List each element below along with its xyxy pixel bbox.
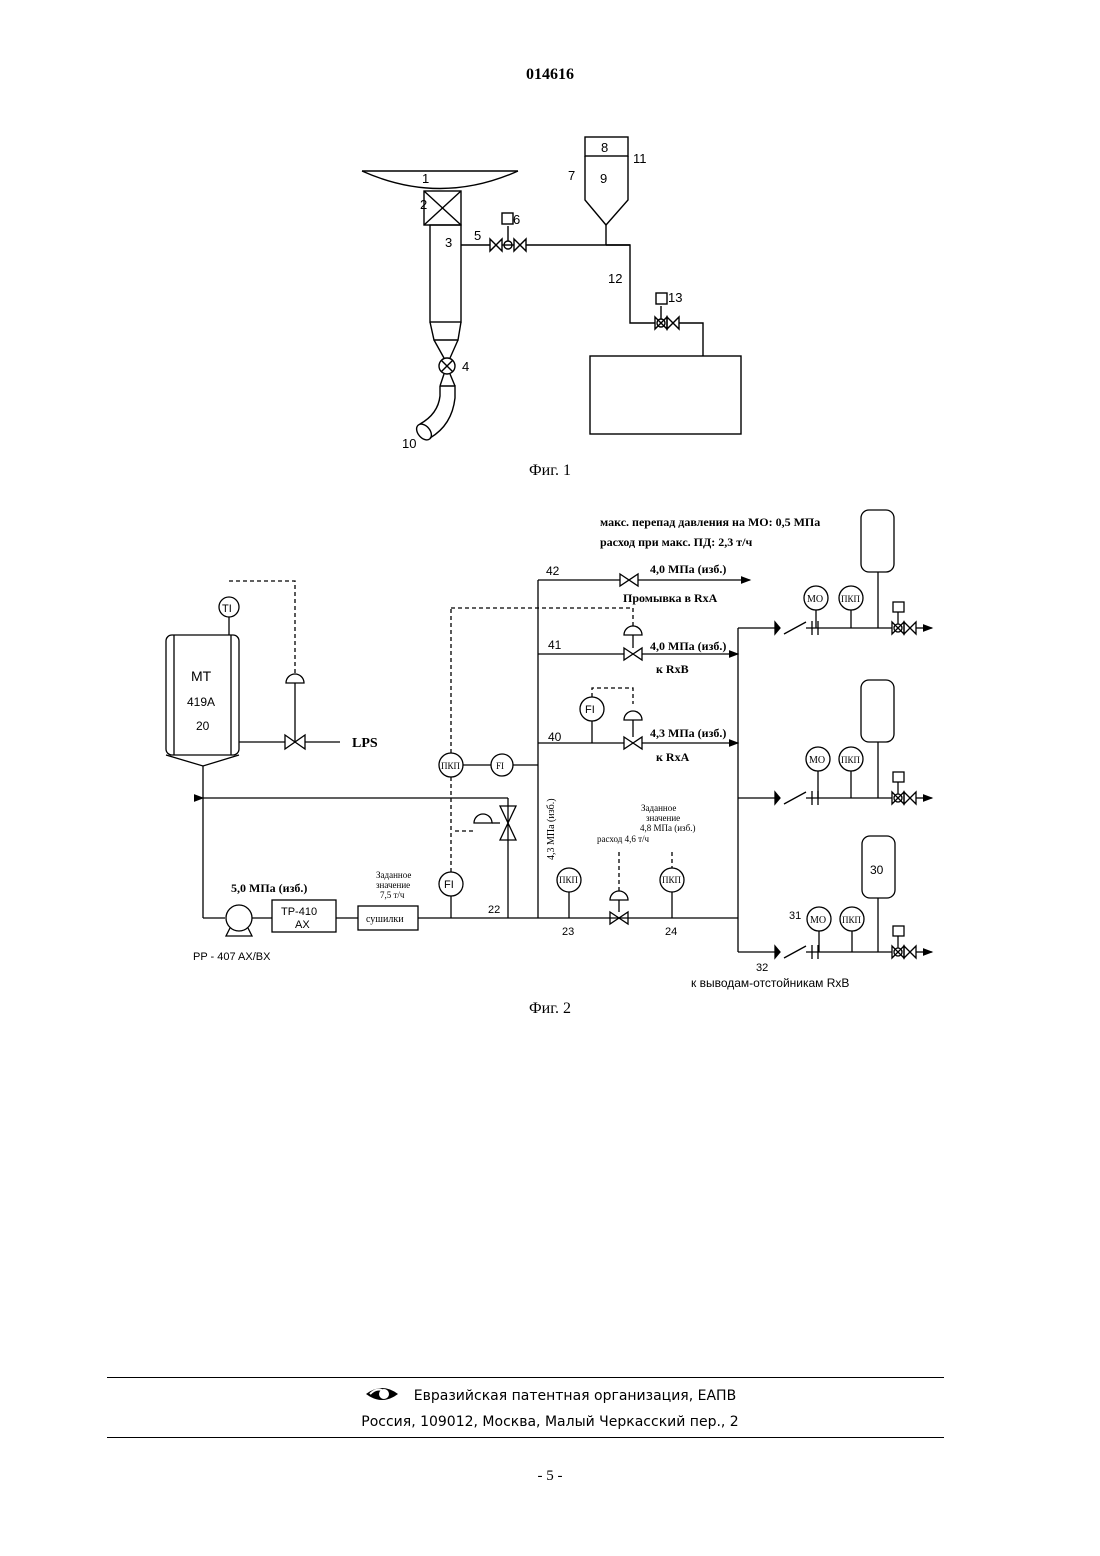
fig2-label-flow46: расход 4,6 т/ч	[597, 834, 650, 844]
footer-org-row: Евразийская патентная организация, ЕАПВ	[0, 1384, 1100, 1408]
fig2-label-dryer: сушилки	[366, 914, 404, 925]
fig1-label-5: 5	[474, 228, 481, 243]
fig2-label-setpoint75-c: 7,5 т/ч	[380, 890, 405, 900]
fig2-label-setpoint75-b: значение	[376, 880, 410, 890]
fig2-label-31: 31	[789, 910, 801, 922]
fig1-label-6: 6	[513, 212, 520, 227]
fig2-label-tp410: TP-410	[281, 906, 317, 918]
fig2-label-pump: PP - 407 AX/BX	[193, 951, 271, 963]
fig2-label-mt: MT	[191, 668, 212, 684]
fig2-label-setpoint48-a: Заданное	[641, 803, 676, 813]
fig2-label-pkp-23: ПКП	[559, 875, 579, 885]
fig2-label-24: 24	[665, 926, 677, 938]
fig2-label-p50: 5,0 МПа (изб.)	[231, 881, 307, 895]
fig1-label-11: 11	[633, 151, 647, 166]
fig2-label-mo-pressure-drop: макс. перепад давления на МО: 0,5 МПа	[600, 515, 820, 529]
fig2-label-p41: 4,0 МПа (изб.)	[650, 639, 726, 653]
fig2-label-mo-1: МО	[807, 594, 823, 605]
fig2-label-lps: LPS	[352, 736, 378, 751]
fig2-label-pkp-main: ПКП	[441, 761, 461, 771]
footer-divider-bottom	[107, 1437, 944, 1438]
fig1-vessel-dome	[362, 171, 518, 189]
fig2-label-40: 40	[548, 730, 562, 744]
fig2-label-p40: 4,3 МПа (изб.)	[650, 726, 726, 740]
fig2-label-mo-2: МО	[809, 755, 825, 766]
fig1-label-3: 3	[445, 235, 452, 250]
fig2-branch-2	[738, 680, 932, 805]
fig1-label-12: 12	[608, 271, 622, 286]
fig2-label-42: 42	[546, 564, 560, 578]
figure-2-diagram: макс. перепад давления на МО: 0,5 МПа ра…	[0, 490, 1100, 1000]
fig2-label-fi-22: FI	[444, 879, 454, 891]
fig2-branch-3	[738, 836, 932, 959]
fig1-label-4: 4	[462, 359, 469, 374]
fig2-label-vertical-pressure: 4,3 МПа (изб.)	[546, 798, 557, 860]
fig1-label-1: 1	[422, 171, 429, 186]
fig2-valve-41	[624, 648, 642, 660]
fig2-valve-42	[620, 574, 638, 586]
fig2-label-41: 41	[548, 638, 562, 652]
footer-org-name: Евразийская патентная организация, ЕАПВ	[414, 1388, 736, 1404]
fig1-valve-5	[490, 239, 502, 251]
figure-2-caption: Фиг. 2	[0, 1000, 1100, 1018]
fig1-label-2: 2	[420, 197, 427, 212]
fig2-label-pkp-b1: ПКП	[841, 594, 861, 604]
fig1-label-8: 8	[601, 140, 608, 155]
fig2-label-22: 22	[488, 904, 500, 916]
fig2-valve-40	[624, 737, 642, 749]
fig1-label-7: 7	[568, 168, 575, 183]
fig1-hopper-7	[585, 156, 628, 225]
fig2-label-fi-small: FI	[496, 761, 504, 771]
fig1-receiver-box	[590, 356, 741, 434]
fig2-label-flush-rxa: Промывка в RxA	[623, 591, 718, 605]
footer-divider-top	[107, 1377, 944, 1378]
fig2-label-settlers: к выводам-отстойникам RxB	[691, 976, 849, 990]
fig2-label-20: 20	[196, 719, 210, 733]
fig2-label-to-rxb: к RxB	[656, 662, 689, 676]
fig2-pump	[226, 905, 252, 931]
fig2-label-30: 30	[870, 863, 884, 877]
fig2-label-to-rxa: к RxA	[656, 750, 690, 764]
fig2-label-pkp-b3: ПКП	[842, 915, 862, 925]
fig1-label-9: 9	[600, 171, 607, 186]
fig2-label-setpoint75-a: Заданное	[376, 870, 411, 880]
fig2-label-ax: AX	[295, 919, 310, 931]
page-number: - 5 -	[0, 1468, 1100, 1485]
fig1-actuator-13	[656, 293, 667, 304]
fig2-label-pkp-b2: ПКП	[841, 755, 861, 765]
fig2-label-23: 23	[562, 926, 574, 938]
fig2-label-setpoint48-b: значение	[646, 813, 680, 823]
fig2-label-fi-40: FI	[585, 704, 595, 716]
fig2-label-ti: TI	[222, 603, 232, 615]
fig2-label-pkp-24: ПКП	[662, 875, 682, 885]
fig1-label-13: 13	[668, 290, 682, 305]
figure-1-diagram: 1 2 3 4 5 6 7 8 9 10 11 12 13	[0, 0, 1100, 470]
fig1-label-10: 10	[402, 436, 416, 451]
fig1-actuator-6	[502, 213, 513, 224]
fig2-label-mo-3: МО	[810, 915, 826, 926]
fig2-label-flow-at-max: расход при макс. ПД: 2,3 т/ч	[600, 535, 752, 549]
fig2-label-32: 32	[756, 962, 768, 974]
figure-1-caption: Фиг. 1	[0, 462, 1100, 480]
fig2-label-setpoint48-c: 4,8 МПа (изб.)	[640, 823, 695, 833]
footer-address: Россия, 109012, Москва, Малый Черкасский…	[0, 1414, 1100, 1430]
fig2-label-419a: 419A	[187, 695, 215, 709]
eapo-logo-icon	[364, 1384, 400, 1408]
fig2-label-p42: 4,0 МПа (изб.)	[650, 562, 726, 576]
